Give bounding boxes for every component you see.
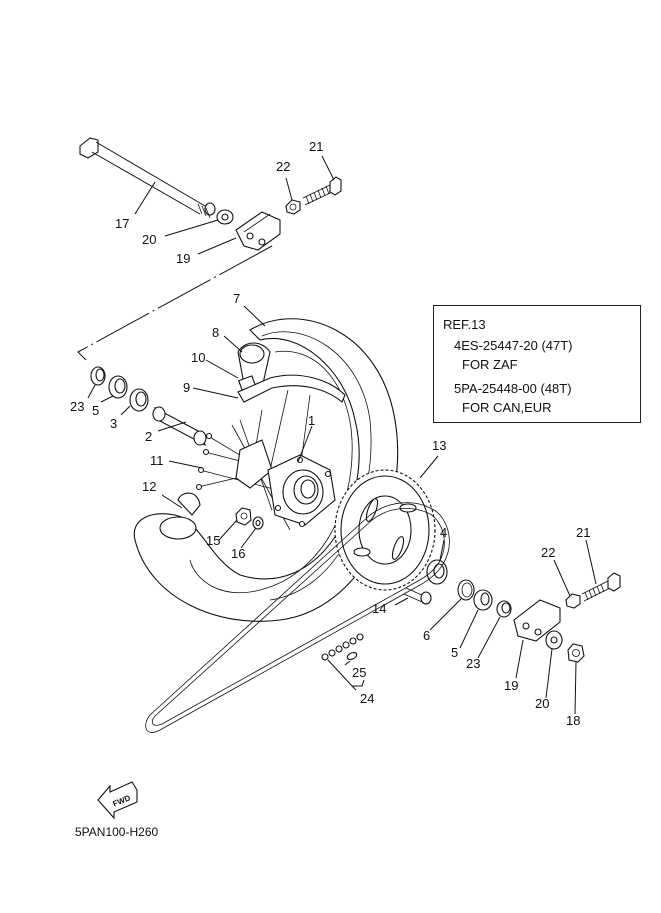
tube-part[interactable]	[237, 342, 271, 389]
callout-1: 1	[308, 413, 315, 428]
sprocket-bolt-part[interactable]	[403, 587, 432, 605]
rim-lock-part[interactable]	[159, 492, 201, 540]
callout-17: 17	[115, 216, 129, 231]
callout-15: 15	[206, 533, 220, 548]
reference-part-number-2: 5PA-25448-00 (48T)	[454, 381, 572, 396]
callout-6: 6	[423, 628, 430, 643]
callout-12: 12	[142, 479, 156, 494]
callout-16: 16	[231, 546, 245, 561]
callout-3: 3	[110, 416, 117, 431]
callout-4: 4	[440, 525, 447, 540]
circlip-part[interactable]	[457, 579, 475, 601]
callout-8: 8	[212, 325, 219, 340]
callout-20: 20	[142, 232, 156, 247]
callout-7: 7	[233, 291, 240, 306]
callout-20-right: 20	[535, 696, 549, 711]
leader-lines	[87, 155, 597, 715]
callout-labels: 17 20 19 22 21 7 8 10 9 1 2 3 5 23 11 12…	[70, 139, 590, 728]
callout-19: 19	[176, 251, 190, 266]
sprocket-part[interactable]	[334, 469, 436, 591]
callout-21: 21	[309, 139, 323, 154]
callout-13: 13	[432, 438, 446, 453]
callout-2: 2	[145, 429, 152, 444]
reference-applies-to-2: FOR CAN,EUR	[462, 400, 552, 415]
chain-joint-part[interactable]	[321, 633, 364, 661]
nut-part[interactable]	[285, 199, 301, 215]
callout-23-left: 23	[70, 399, 84, 414]
hub-part[interactable]	[267, 454, 336, 528]
reference-box: REF.13 4ES-25447-20 (47T) FOR ZAF 5PA-25…	[433, 305, 641, 423]
collar-right-part[interactable]	[496, 600, 512, 618]
master-link-clip-part[interactable]	[346, 651, 358, 661]
reference-title: REF.13	[443, 317, 486, 332]
hub-washer-part[interactable]	[252, 516, 264, 530]
collar-part[interactable]	[90, 366, 106, 386]
axle-part[interactable]	[79, 137, 216, 219]
adjust-bolt-part[interactable]	[302, 176, 342, 206]
washer-right-part[interactable]	[545, 630, 563, 650]
callout-9: 9	[183, 380, 190, 395]
axle-nut-part[interactable]	[567, 643, 585, 663]
callout-25: 25	[352, 665, 366, 680]
callout-19-right: 19	[504, 678, 518, 693]
bearing-part[interactable]	[129, 388, 149, 412]
callout-21-right: 21	[576, 525, 590, 540]
adjust-bolt-right-part[interactable]	[581, 572, 621, 602]
callout-22-right: 22	[541, 545, 555, 560]
callout-18: 18	[566, 713, 580, 728]
callout-5-right: 5	[451, 645, 458, 660]
hub-nut-part[interactable]	[235, 507, 252, 526]
callout-10: 10	[191, 350, 205, 365]
callout-14: 14	[372, 601, 386, 616]
spacer-part[interactable]	[152, 406, 207, 447]
rim-band-part[interactable]	[237, 374, 346, 403]
callout-11: 11	[150, 453, 164, 468]
callout-5-left: 5	[92, 403, 99, 418]
callout-23-right: 23	[466, 656, 480, 671]
chain-adjuster-right-part[interactable]	[513, 599, 561, 642]
callout-22: 22	[276, 159, 290, 174]
drive-chain-part[interactable]	[145, 502, 450, 733]
callout-24: 24	[360, 691, 374, 706]
oil-seal-right-part[interactable]	[473, 589, 493, 611]
chain-adjuster-part[interactable]	[235, 211, 281, 251]
reference-applies-to-1: FOR ZAF	[462, 357, 518, 372]
diagram-code: 5PAN100-H260	[75, 825, 159, 839]
spoke-set-part[interactable]	[195, 389, 311, 531]
forward-arrow-icon: FWD	[97, 781, 138, 820]
washer-part[interactable]	[216, 209, 234, 225]
oil-seal-part[interactable]	[108, 375, 128, 399]
nut-right-part[interactable]	[565, 593, 581, 609]
reference-part-number-1: 4ES-25447-20 (47T)	[454, 338, 573, 353]
